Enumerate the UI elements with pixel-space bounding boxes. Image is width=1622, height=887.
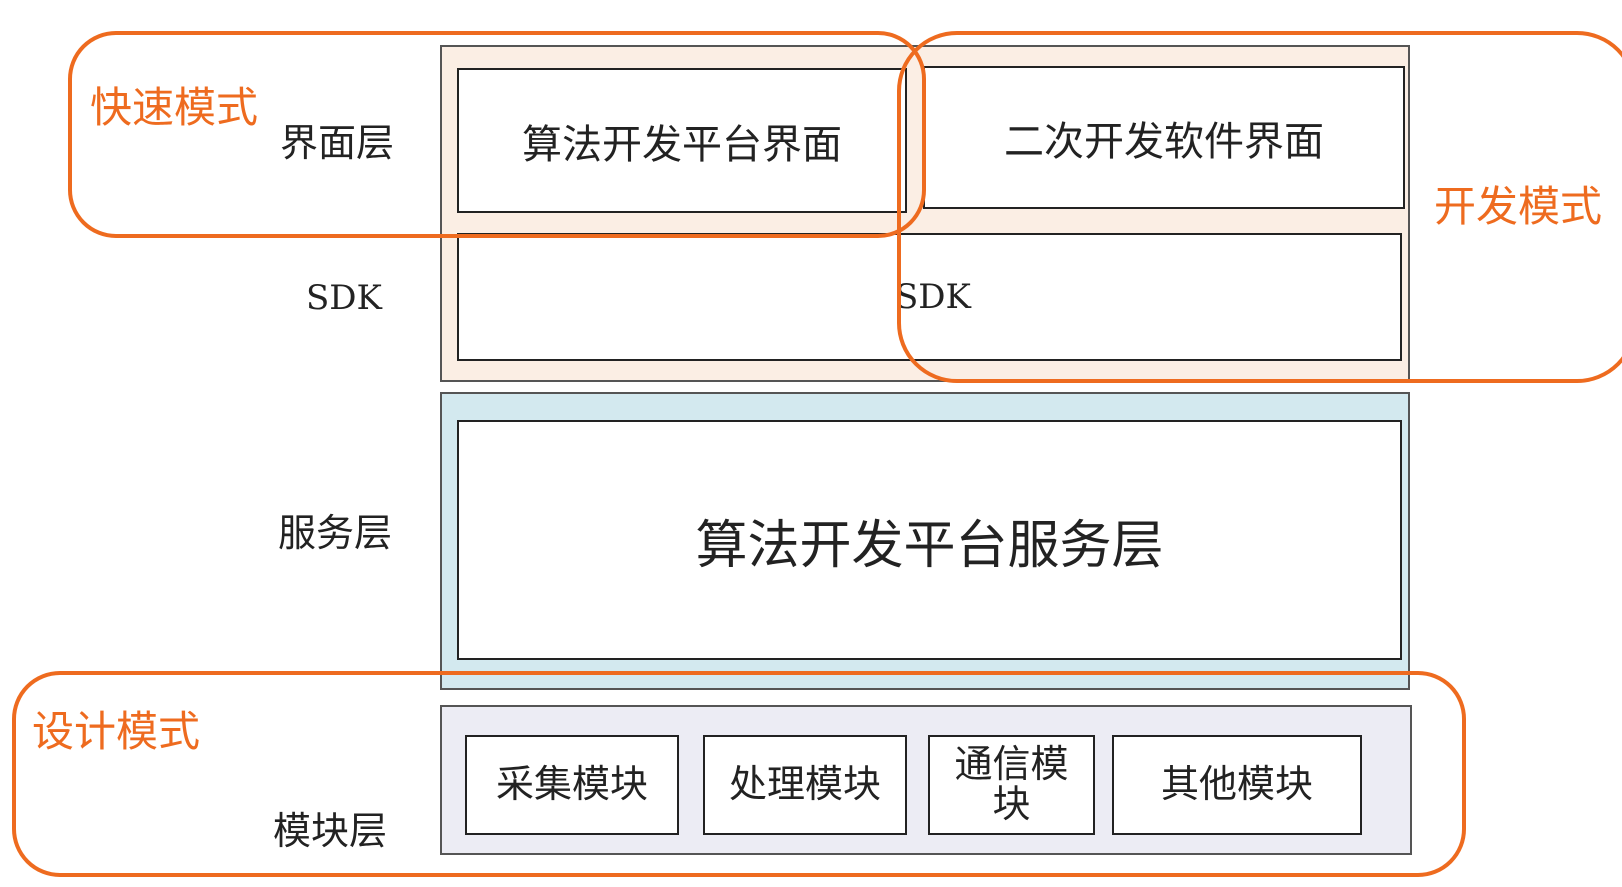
module-box-communication: 通信模块 xyxy=(928,735,1095,835)
ui-layer-label: 界面层 xyxy=(280,121,395,165)
sdk-layer-label: SDK xyxy=(306,278,382,318)
module-box-other: 其他模块 xyxy=(1112,735,1362,835)
module-box-processing: 处理模块 xyxy=(703,735,907,835)
module-box-acquisition: 采集模块 xyxy=(465,735,679,835)
service-layer-label: 服务层 xyxy=(278,511,393,555)
algorithm-platform-ui-box: 算法开发平台界面 xyxy=(457,68,907,213)
design-mode-label: 设计模式 xyxy=(32,707,201,756)
module-layer-label: 模块层 xyxy=(273,809,388,853)
dev-mode-label: 开发模式 xyxy=(1434,182,1603,231)
fast-mode-label: 快速模式 xyxy=(90,83,259,132)
secondary-dev-software-ui-box: 二次开发软件界面 xyxy=(923,66,1405,209)
sdk-box xyxy=(457,233,1402,361)
sdk-box-label: SDK xyxy=(895,277,971,317)
service-layer-box: 算法开发平台服务层 xyxy=(457,420,1402,660)
